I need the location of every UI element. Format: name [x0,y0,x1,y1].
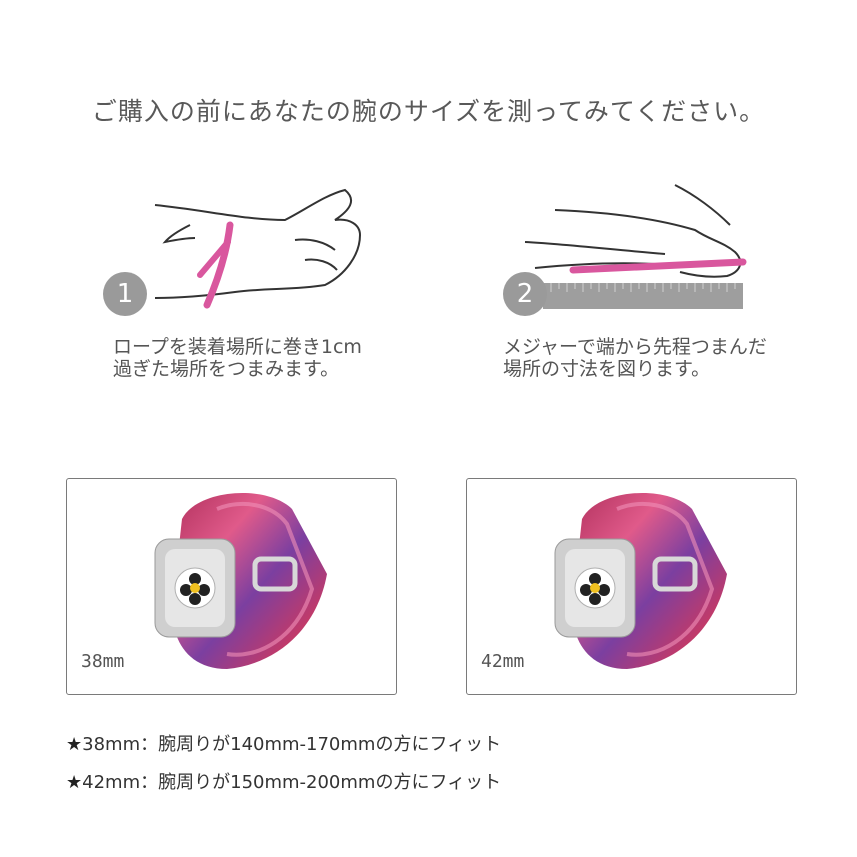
step-instruction: メジャーで端から先程つまんだ 場所の寸法を図ります。 [503,336,767,380]
star-icon: ★ [66,734,83,755]
wrist-wrap-illustration [154,188,362,309]
size-card-42mm: 42mm [466,478,797,695]
step-number-badge: 1 [103,272,147,316]
step-1: 1 ロープを装着場所に巻き1cm 過ぎた場所をつまみます。 [95,180,425,380]
size-label: 38mm [81,651,125,672]
fit-note-38mm: ★38mm：腕周りが140mm-170mmの方にフィット [66,730,501,756]
tape-measure-illustration [524,184,747,309]
step-number-badge: 2 [503,272,547,316]
size-card-38mm: 38mm [66,478,397,695]
fit-note-42mm: ★42mm：腕周りが150mm-200mmの方にフィット [66,768,501,794]
step-instruction: ロープを装着場所に巻き1cm 過ぎた場所をつまみます。 [113,336,362,380]
watch-band-icon [154,492,327,669]
watch-band-icon [554,492,727,669]
page-heading: ご購入の前にあなたの腕のサイズを測ってみてください。 [91,97,766,126]
step-2: 2 メジャーで端から先程つまんだ 場所の寸法を図ります。 [495,180,825,380]
fit-note-text: 38mm：腕周りが140mm-170mmの方にフィット [82,734,502,755]
size-label: 42mm [481,651,525,672]
star-icon: ★ [66,772,83,793]
fit-note-text: 42mm：腕周りが150mm-200mmの方にフィット [82,772,502,793]
